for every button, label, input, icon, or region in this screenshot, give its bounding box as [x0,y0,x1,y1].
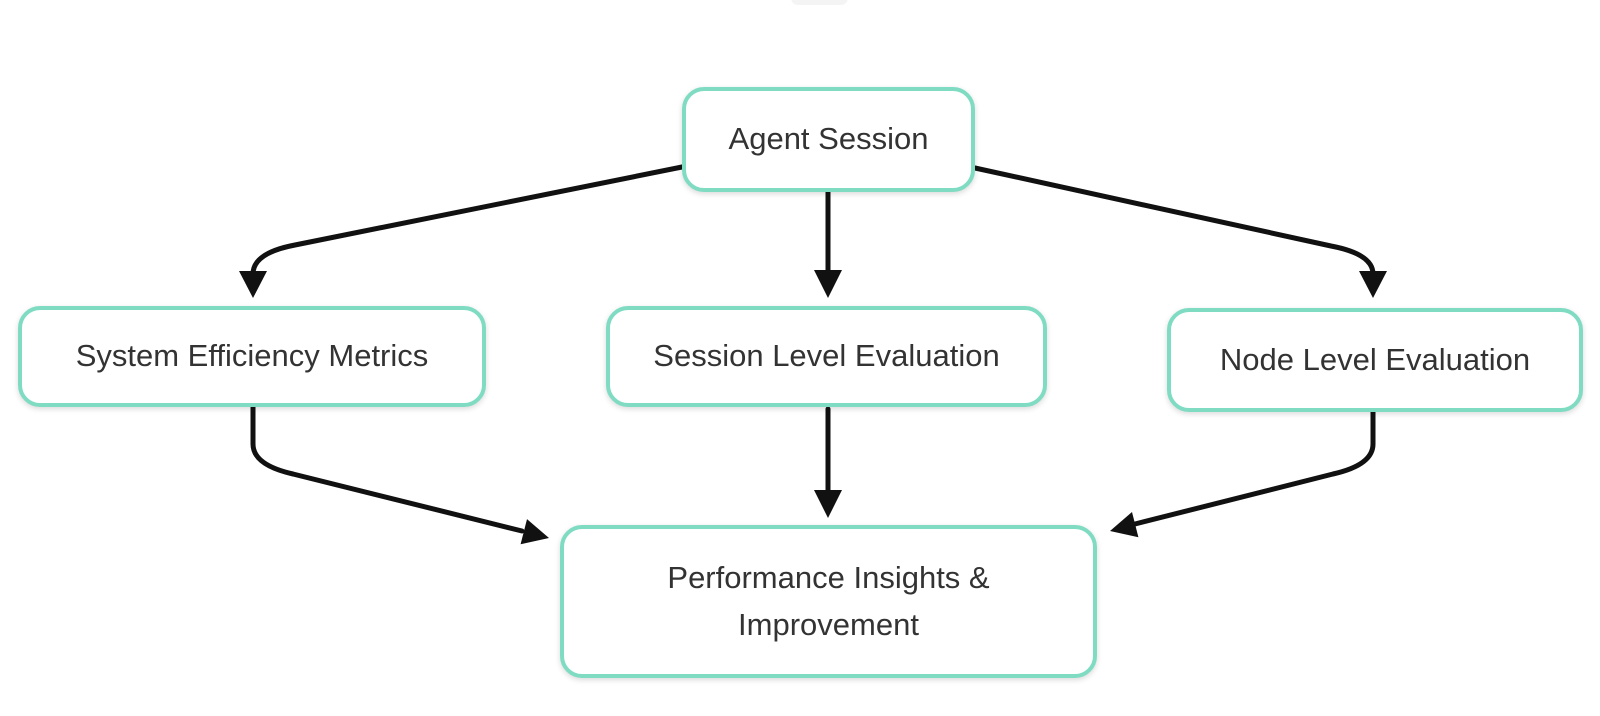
node-agent-session: Agent Session [682,87,975,192]
arrowhead-down-icon [239,271,267,298]
edge-line [250,404,525,534]
node-label: Session Level Evaluation [653,338,1000,374]
node-system-efficiency-metrics: System Efficiency Metrics [18,306,486,407]
arrowhead-right-icon [520,519,549,545]
arrowhead-down-icon [814,270,842,298]
edge-agent-to-node-level [972,165,1387,298]
edge-node-level-to-performance [1110,409,1376,538]
node-label: Node Level Evaluation [1219,341,1531,377]
edge-agent-to-session-level [814,189,842,298]
node-label: Performance Insights & Improvement [667,560,990,642]
edge-line [1132,409,1376,527]
edge-line [972,165,1376,277]
node-label: System Efficiency Metrics [75,338,429,374]
edge-session-level-to-performance [814,406,842,518]
node-performance-insights-improvement: Performance Insights & Improvement [560,525,1097,678]
edge-line [250,164,685,277]
arrowhead-down-icon [814,490,842,518]
clipped-top-shape [791,0,848,5]
node-session-level-evaluation: Session Level Evaluation [606,306,1047,407]
node-node-level-evaluation: Node Level Evaluation [1167,308,1583,412]
arrowhead-down-icon [1359,271,1387,298]
edge-agent-to-system-efficiency [239,164,685,298]
edge-system-efficiency-to-performance [250,404,549,545]
arrowhead-left-icon [1110,512,1139,538]
node-label: Agent Session [728,121,929,157]
